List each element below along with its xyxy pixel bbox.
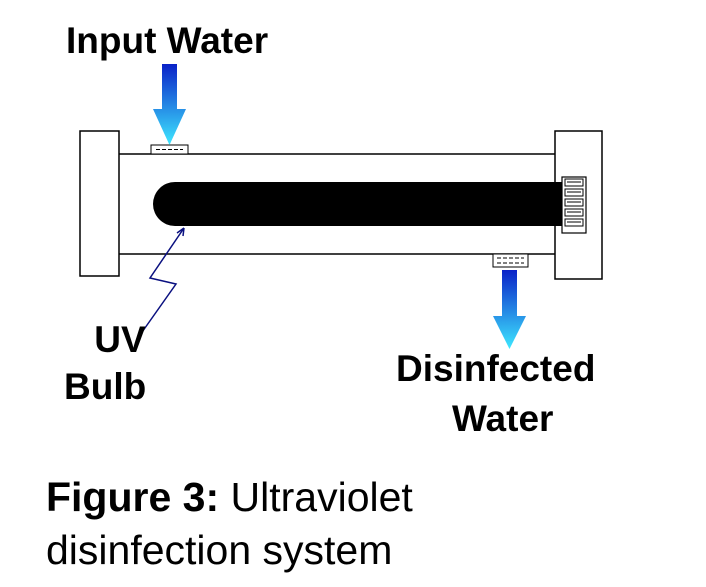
- left-end-cap: [79, 130, 120, 277]
- disinfected-water-arrow: [493, 270, 526, 349]
- uv-bulb-callout-line: [139, 227, 185, 336]
- uv-bulb-callout-arrowhead: [176, 227, 185, 237]
- input-water-label: Input Water: [66, 20, 269, 61]
- inlet-port: [150, 144, 189, 155]
- bulb-label: Bulb: [64, 366, 147, 407]
- uv-label: UV: [94, 319, 146, 360]
- outlet-port: [492, 253, 529, 268]
- figure-caption-line2: disinfection system: [46, 527, 393, 573]
- figure-number: Figure 3:: [46, 474, 220, 520]
- figure-caption-title: Ultraviolet: [219, 474, 413, 520]
- uv-bulb: [153, 182, 562, 226]
- input-water-arrow: [153, 64, 186, 145]
- figure-caption-line1: Figure 3: Ultraviolet: [46, 474, 413, 521]
- disinfected-water-label: Water: [452, 398, 554, 439]
- disinfected-label: Disinfected: [396, 348, 596, 389]
- bulb-connector: [561, 176, 587, 234]
